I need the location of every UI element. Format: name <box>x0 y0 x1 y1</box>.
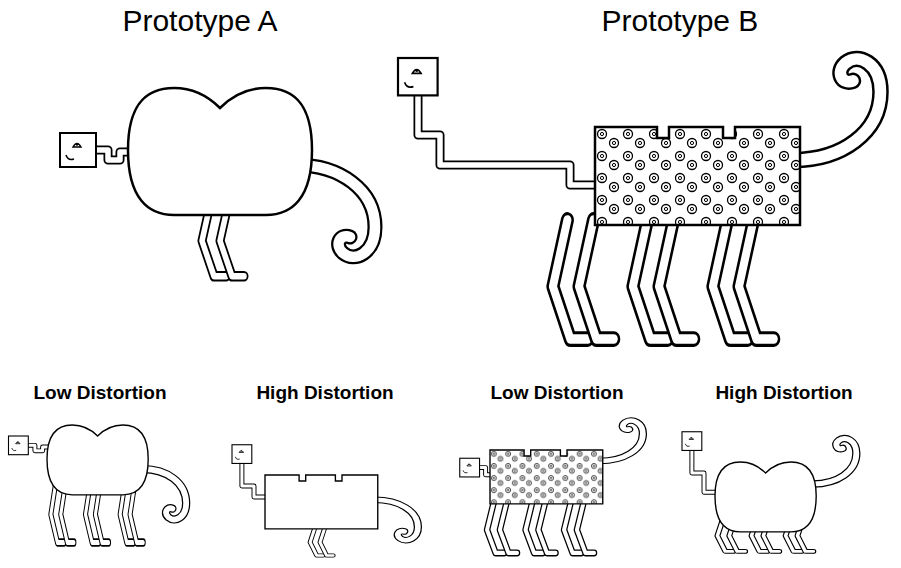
prototype-b-creature <box>398 58 881 339</box>
prototype-title: Prototype B <box>602 4 759 39</box>
low-distortion-a-creature <box>8 425 186 542</box>
high-distortion-a-creature <box>232 445 418 556</box>
prototype-title: Prototype A <box>122 4 277 39</box>
distortion-label: Low Distortion <box>34 382 167 404</box>
distortion-label: High Distortion <box>715 382 852 404</box>
low-distortion-b-creature <box>460 421 643 553</box>
distortion-label: High Distortion <box>256 382 393 404</box>
distortion-label: Low Distortion <box>491 382 624 404</box>
high-distortion-b-creature <box>682 432 856 552</box>
prototype-a-creature <box>60 88 375 276</box>
